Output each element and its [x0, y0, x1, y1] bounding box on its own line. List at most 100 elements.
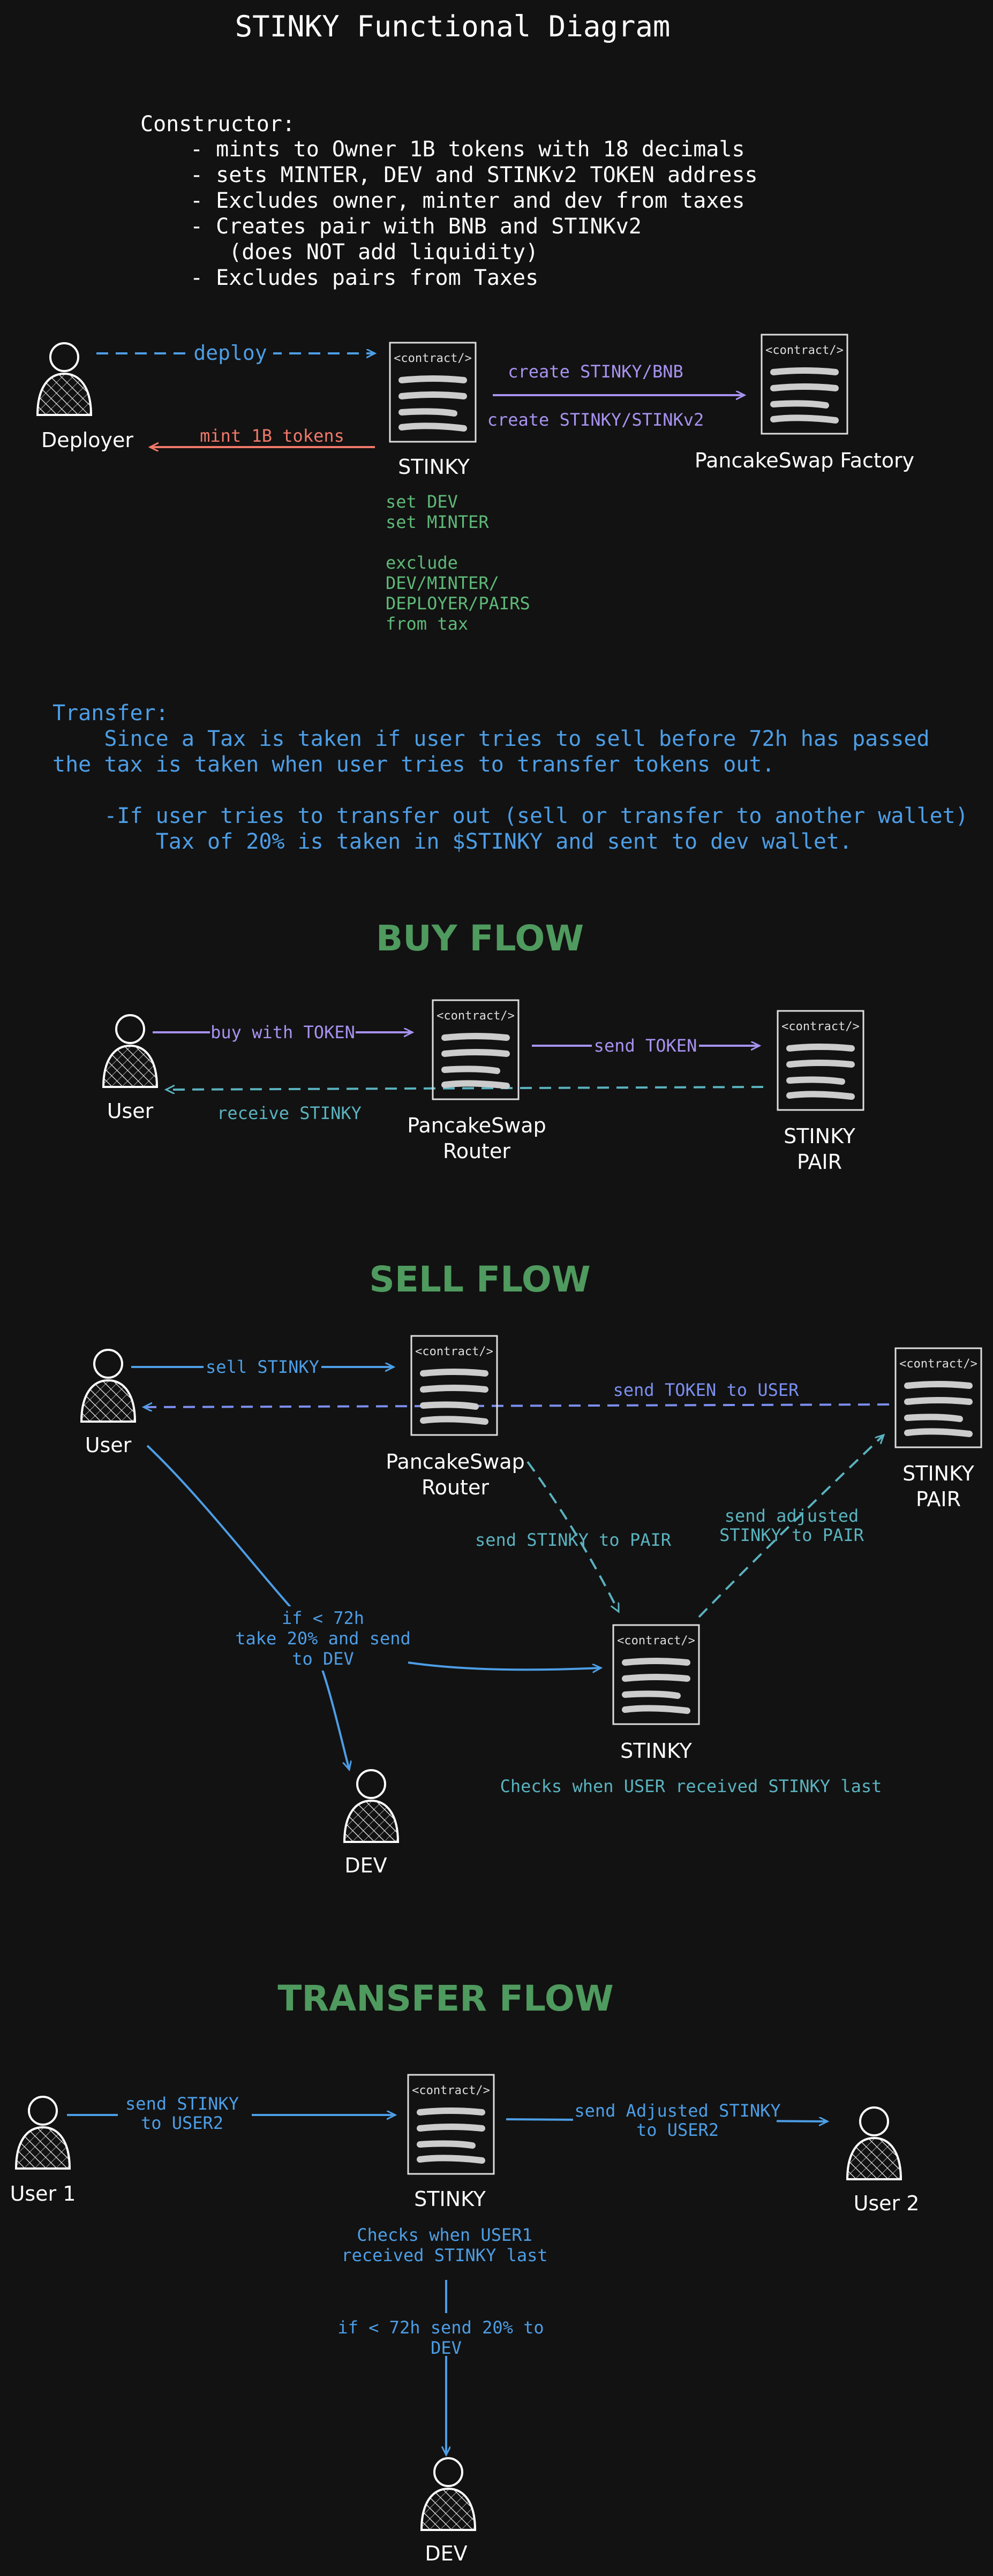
- svg-text:<contract/>: <contract/>: [617, 1634, 695, 1648]
- stinky-label: STINKY: [620, 1739, 693, 1763]
- contract-icon: <contract/>: [410, 1335, 498, 1436]
- person-body-icon: [420, 2487, 477, 2531]
- label-bg: [592, 1035, 699, 1056]
- send-stinky-pair-arrow: [526, 1461, 620, 1612]
- deployer-actor: [36, 342, 93, 416]
- transfer-line: -If user tries to transfer out (sell or …: [52, 804, 968, 828]
- send-token-user-label: send TOKEN to USER: [613, 1380, 800, 1400]
- label-bg: [210, 1022, 356, 1043]
- transfer-line: Tax of 20% is taken in $STINKY and sent …: [52, 829, 852, 854]
- send-adjusted-label: send adjusted: [725, 1506, 859, 1526]
- router-label: Router: [422, 1476, 489, 1499]
- label-bg: [118, 2091, 252, 2134]
- pair-label: PAIR: [916, 1487, 961, 1511]
- contract-icon: <contract/>: [612, 1624, 700, 1725]
- person-head-icon: [49, 342, 79, 372]
- send-adjusted-label: STINKY to PAIR: [719, 1525, 864, 1545]
- tax-note: DEV: [431, 2338, 462, 2358]
- person-body-icon: [846, 2136, 902, 2180]
- person-head-icon: [859, 2106, 889, 2136]
- constructor-block: Constructor: - mints to Owner 1B tokens …: [140, 112, 758, 290]
- user-label: User: [107, 1099, 154, 1123]
- person-body-icon: [343, 1799, 400, 1843]
- person-body-icon: [80, 1379, 137, 1423]
- user-label: User: [85, 1433, 132, 1457]
- contract-icon: <contract/>: [407, 2074, 495, 2175]
- note-line: exclude: [386, 553, 458, 573]
- deploy-arrow-label: deploy: [193, 341, 267, 365]
- constructor-line: - Excludes pairs from Taxes: [190, 266, 538, 290]
- send-stinky-label: to USER2: [141, 2113, 223, 2133]
- person-body-icon: [102, 1044, 159, 1088]
- send-adjusted-arrow: [698, 1435, 884, 1618]
- svg-text:<contract/>: <contract/>: [412, 2084, 490, 2097]
- dev-actor: [420, 2457, 477, 2531]
- send-adjusted-label: to USER2: [636, 2120, 719, 2140]
- constructor-line: - sets MINTER, DEV and STINKv2 TOKEN add…: [190, 163, 758, 187]
- user2-label: User 2: [854, 2192, 920, 2215]
- stinky-label: STINKY: [398, 455, 470, 479]
- person-head-icon: [433, 2457, 463, 2487]
- checks-note: Checks when USER1: [357, 2225, 532, 2245]
- dev-label: DEV: [425, 2542, 467, 2565]
- contract-icon: <contract/>: [894, 1347, 982, 1448]
- pair-label: PAIR: [797, 1150, 842, 1174]
- mint-arrow-label: mint 1B tokens: [200, 426, 344, 446]
- note-line: set DEV: [386, 492, 458, 512]
- svg-text:<contract/>: <contract/>: [781, 1020, 860, 1033]
- deployer-label: Deployer: [41, 428, 133, 452]
- contract-icon: <contract/>: [777, 1010, 864, 1111]
- router-label: PancakeSwap: [386, 1450, 524, 1474]
- constructor-line: - mints to Owner 1B tokens with 18 decim…: [190, 137, 745, 162]
- sell-arrow-label: sell STINKY: [206, 1357, 319, 1377]
- label-bg: [187, 342, 273, 364]
- label-bg: [332, 2313, 552, 2356]
- constructor-line: - Excludes owner, minter and dev from ta…: [190, 188, 745, 213]
- person-head-icon: [356, 1769, 386, 1799]
- to-stinky-arrow: [408, 1661, 601, 1670]
- send-stinky-pair-label: send STINKY to PAIR: [475, 1530, 672, 1550]
- router-label: PancakeSwap: [407, 1114, 546, 1137]
- svg-text:<contract/>: <contract/>: [765, 344, 844, 357]
- svg-text:<contract/>: <contract/>: [437, 1009, 515, 1023]
- send-stinky-label: send STINKY: [125, 2094, 239, 2114]
- person-head-icon: [115, 1014, 145, 1044]
- label-bg: [230, 1606, 386, 1671]
- create-bnb-label: create STINKY/BNB: [508, 361, 683, 382]
- checks-note: Checks when USER received STINKY last: [500, 1776, 882, 1796]
- deploy-notes: set DEV set MINTER exclude DEV/MINTER/ D…: [386, 492, 530, 634]
- note-line: from tax: [386, 614, 468, 634]
- person-head-icon: [93, 1349, 123, 1379]
- sell-flow-heading: SELL FLOW: [369, 1259, 590, 1300]
- note-line: DEPLOYER/PAIRS: [386, 593, 530, 614]
- factory-label: PancakeSwap Factory: [695, 449, 914, 472]
- user-actor: [80, 1349, 137, 1423]
- svg-text:<contract/>: <contract/>: [899, 1357, 977, 1371]
- checks-note: received STINKY last: [341, 2245, 547, 2265]
- constructor-line: (does NOT add liquidity): [190, 240, 538, 265]
- constructor-heading: Constructor:: [140, 112, 295, 137]
- page-title: STINKY Functional Diagram: [235, 10, 671, 43]
- label-bg: [573, 2097, 777, 2140]
- receive-arrow: [166, 1087, 764, 1090]
- person-body-icon: [36, 372, 93, 416]
- label-bg: [204, 1356, 321, 1378]
- pair-label: STINKY: [784, 1124, 856, 1148]
- constructor-line: - Creates pair with BNB and STINKv2: [190, 214, 642, 239]
- transfer-heading: Transfer:: [52, 701, 169, 726]
- tax-note: to DEV: [292, 1649, 354, 1669]
- user1-label: User 1: [10, 2182, 76, 2205]
- person-head-icon: [28, 2096, 58, 2126]
- transfer-line: the tax is taken when user tries to tran…: [52, 752, 775, 777]
- router-label: Router: [443, 1139, 510, 1163]
- send-token-user-arrow: [144, 1404, 890, 1407]
- stinky-label: STINKY: [414, 2187, 486, 2211]
- dev-actor: [343, 1769, 400, 1843]
- transfer-line: Since a Tax is taken if user tries to se…: [52, 727, 930, 751]
- buy-flow-heading: BUY FLOW: [376, 918, 584, 959]
- person-body-icon: [14, 2126, 71, 2170]
- send-adjusted-label: send Adjusted STINKY: [574, 2101, 780, 2121]
- tax-note: if < 72h send 20% to: [337, 2317, 544, 2338]
- tax-note: if < 72h: [282, 1608, 364, 1628]
